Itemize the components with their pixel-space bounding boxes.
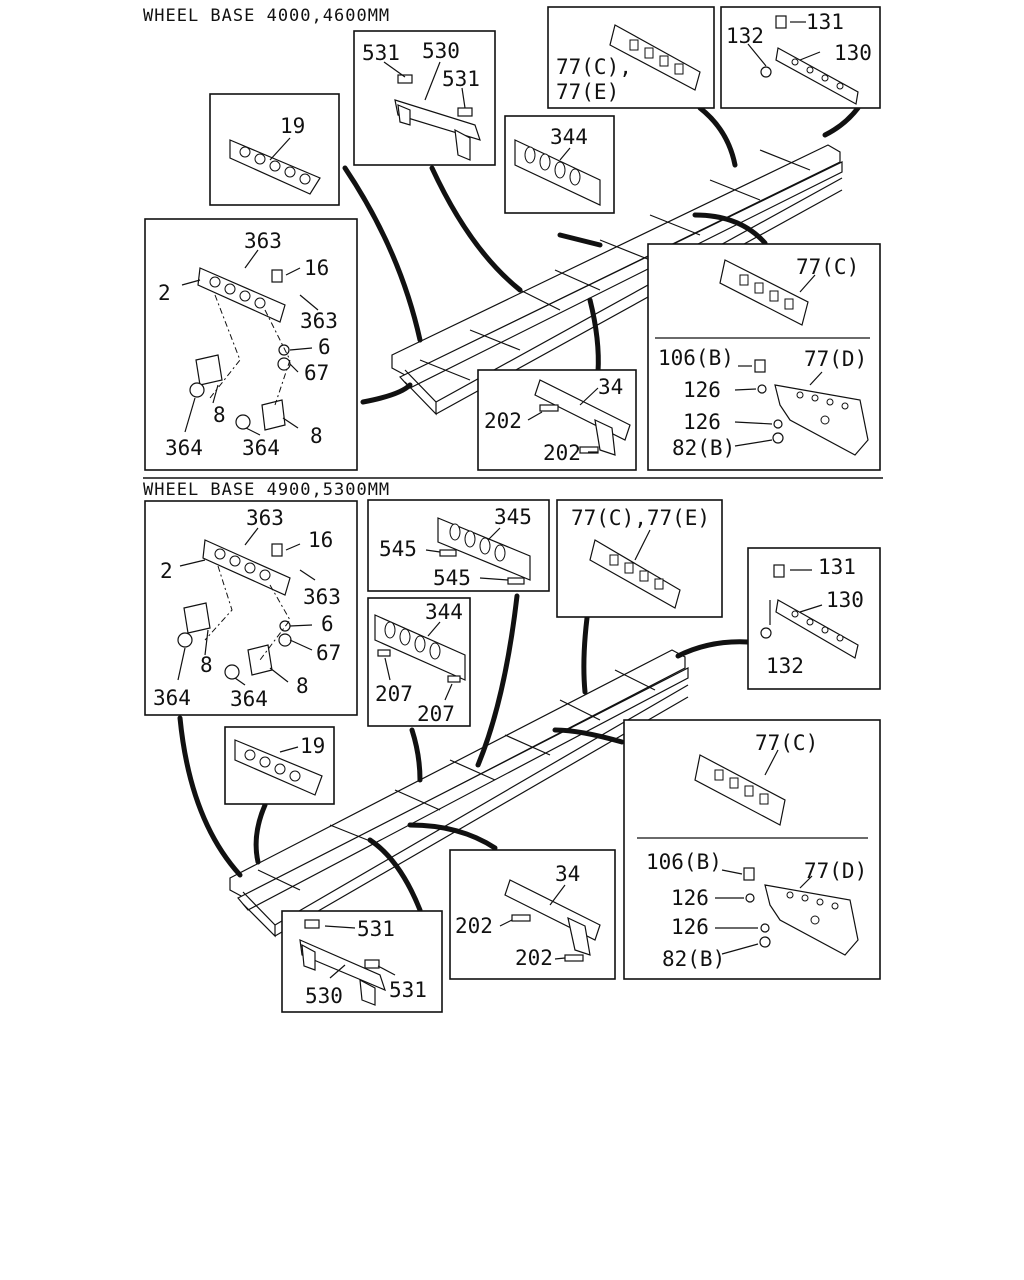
label-130-bottom: 130	[826, 588, 864, 612]
box-part-2-top	[144, 218, 358, 471]
label-19: 19	[280, 114, 305, 138]
box-part-77ce-top	[547, 6, 715, 109]
label-77c-bottom: 77(C)	[755, 731, 818, 755]
section-2-header: WHEEL BASE 4900,5300MM	[143, 480, 390, 500]
member-130-part	[760, 15, 859, 105]
crossmember-77c-part-b	[694, 754, 786, 826]
label-126-b-top: 126	[683, 410, 721, 434]
label-34-bottom: 34	[555, 862, 580, 886]
label-531-a: 531	[362, 41, 400, 65]
label-77ce-line2: 77(E)	[556, 80, 619, 104]
label-132-top: 132	[726, 24, 764, 48]
crossmember-345-part	[437, 517, 531, 585]
label-131-bottom: 131	[818, 555, 856, 579]
label-530-bottom: 530	[305, 984, 343, 1008]
label-77d-top: 77(D)	[804, 347, 867, 371]
label-130-top: 130	[834, 41, 872, 65]
label-202-a-bottom: 202	[455, 914, 493, 938]
crossmember-77d-part-b	[743, 867, 859, 956]
label-126-a-top: 126	[683, 378, 721, 402]
label-16-top: 16	[304, 256, 329, 280]
label-545-a: 545	[379, 537, 417, 561]
label-67-bottom: 67	[316, 641, 341, 665]
bracket-530-part	[394, 74, 481, 161]
label-545-b: 545	[433, 566, 471, 590]
crossmember-19-part-b	[234, 739, 323, 796]
label-363-a-bottom: 363	[246, 506, 284, 530]
member-130-part-b	[760, 564, 859, 659]
label-34-top: 34	[598, 375, 623, 399]
crossmember-77c-part	[719, 259, 809, 326]
label-16-bottom: 16	[308, 528, 333, 552]
label-364-b-top: 364	[242, 436, 280, 460]
box-part-19	[209, 93, 340, 206]
label-6-bottom: 6	[321, 612, 334, 636]
label-77d-bottom: 77(D)	[804, 859, 867, 883]
label-344-bottom: 344	[425, 600, 463, 624]
label-531-a-bottom: 531	[357, 917, 395, 941]
crossmember-2-part-b	[177, 539, 292, 680]
box-part-77ce-bottom	[556, 499, 723, 618]
label-530: 530	[422, 39, 460, 63]
label-77ce-line1: 77(C),	[556, 55, 632, 79]
crossmember-344-part	[514, 139, 601, 206]
crossmember-77ce-part-b	[589, 539, 681, 609]
label-344-top: 344	[550, 125, 588, 149]
section-1-header: WHEEL BASE 4000,4600MM	[143, 6, 390, 26]
label-106b-top: 106(B)	[658, 346, 734, 370]
frame-assembly-2	[229, 649, 689, 938]
box-part-34-bottom	[449, 849, 616, 980]
crossmember-77d-part	[754, 359, 869, 456]
label-363-a-top: 363	[244, 229, 282, 253]
box-part-530	[353, 30, 496, 166]
label-8-b-top: 8	[310, 424, 323, 448]
label-364-b-bottom: 364	[230, 687, 268, 711]
label-106b-bottom: 106(B)	[646, 850, 722, 874]
label-363-b-bottom: 363	[303, 585, 341, 609]
crossmember-34-part	[534, 379, 631, 456]
label-363-b-top: 363	[300, 309, 338, 333]
label-2-top: 2	[158, 281, 171, 305]
label-8-a-bottom: 8	[200, 653, 213, 677]
label-126-a-bottom: 126	[671, 886, 709, 910]
label-77c-top: 77(C)	[796, 255, 859, 279]
label-8-a-top: 8	[213, 403, 226, 427]
label-364-a-bottom: 364	[153, 686, 191, 710]
label-202-b-bottom: 202	[515, 946, 553, 970]
label-126-b-bottom: 126	[671, 915, 709, 939]
label-207-b: 207	[417, 702, 455, 726]
crossmember-34-part-b	[504, 879, 601, 962]
label-345: 345	[494, 505, 532, 529]
label-364-a-top: 364	[165, 436, 203, 460]
crossmember-19-part	[229, 139, 321, 195]
label-82b-top: 82(B)	[672, 436, 735, 460]
label-19-bottom: 19	[300, 734, 325, 758]
bracket-530-part-b	[299, 919, 386, 1006]
label-531-b: 531	[442, 67, 480, 91]
label-202-a-top: 202	[484, 409, 522, 433]
label-77ce-bottom: 77(C),77(E)	[571, 506, 710, 530]
label-82b-bottom: 82(B)	[662, 947, 725, 971]
label-132-bottom: 132	[766, 654, 804, 678]
label-6-top: 6	[318, 335, 331, 359]
label-207-a: 207	[375, 682, 413, 706]
crossmember-77ce-part	[609, 24, 701, 91]
label-2-bottom: 2	[160, 559, 173, 583]
label-202-b-top: 202	[543, 441, 581, 465]
label-131-top: 131	[806, 10, 844, 34]
crossmember-2-part	[189, 267, 291, 431]
label-8-b-bottom: 8	[296, 674, 309, 698]
label-531-b-bottom: 531	[389, 978, 427, 1002]
crossmember-344-part-b	[374, 614, 466, 683]
label-67-top: 67	[304, 361, 329, 385]
